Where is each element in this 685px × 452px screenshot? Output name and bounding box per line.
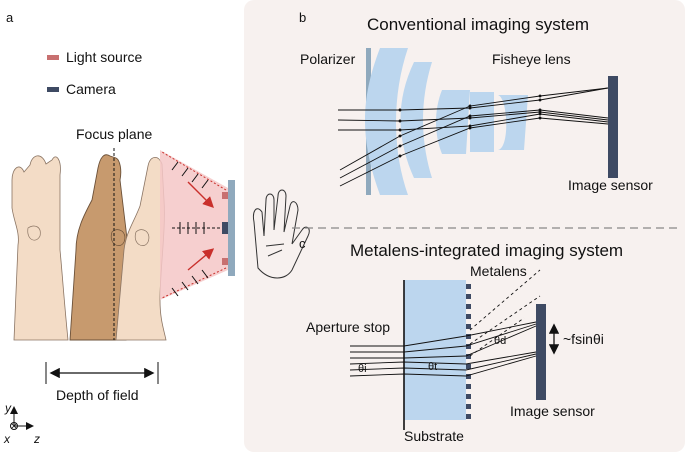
hand-near	[11, 155, 69, 341]
theta-t-label: θt	[428, 361, 437, 373]
theta-i-label: θi	[358, 363, 367, 375]
metalens-label: Metalens	[470, 263, 527, 279]
metalens-elements	[466, 284, 471, 419]
device-light-source-bottom	[222, 258, 228, 265]
panel-b-title: Conventional imaging system	[367, 15, 589, 34]
axis-x-label: x	[3, 432, 11, 446]
image-sensor-c	[536, 304, 546, 400]
legend-camera-label: Camera	[66, 81, 116, 97]
axis-z-label: z	[33, 432, 40, 446]
polarizer-label: Polarizer	[300, 51, 356, 67]
light-arrow-lower	[187, 248, 215, 271]
panel-c-label: c	[299, 236, 306, 251]
aperture-stop-label: Aperture stop	[306, 319, 390, 335]
fisheye-lens-label: Fisheye lens	[492, 51, 571, 67]
substrate-label: Substrate	[404, 428, 464, 444]
rays-c-dashed	[469, 269, 541, 357]
legend-light-source-label: Light source	[66, 49, 142, 65]
device-camera	[222, 222, 228, 234]
light-arrow-upper	[187, 181, 214, 208]
panel-a: a Light source Camera Focus plane	[3, 10, 310, 446]
panel-c-title: Metalens-integrated imaging system	[350, 241, 623, 260]
image-sensor-b	[608, 76, 618, 178]
light-field	[160, 150, 228, 300]
device-sensor-plate	[228, 180, 235, 276]
panel-c: c Metalens-integrated imaging system Met…	[299, 236, 623, 444]
axis-y-label: y	[4, 401, 12, 415]
image-height-label: ~fsinθi	[563, 331, 604, 347]
panel-a-label: a	[6, 10, 14, 25]
ray-ticks	[171, 161, 209, 297]
rays-c	[349, 321, 537, 377]
hand-sketch	[253, 189, 310, 279]
device-light-source-top	[222, 192, 228, 199]
panel-b-label: b	[299, 10, 306, 25]
image-sensor-c-label: Image sensor	[510, 403, 595, 419]
focus-plane-label: Focus plane	[76, 126, 152, 142]
panel-bc-background	[244, 0, 685, 452]
substrate	[404, 280, 466, 420]
legend-light-source-swatch	[47, 55, 59, 60]
rays-b	[337, 87, 609, 187]
image-sensor-b-label: Image sensor	[568, 177, 653, 193]
depth-of-field-label: Depth of field	[56, 387, 139, 403]
theta-d-label: θd	[494, 335, 506, 347]
axes-indicator: y x z	[3, 401, 40, 446]
light-ray-top	[161, 151, 227, 191]
panel-b: b Conventional imaging system Polarizer …	[292, 10, 680, 229]
legend-camera-swatch	[47, 87, 59, 92]
